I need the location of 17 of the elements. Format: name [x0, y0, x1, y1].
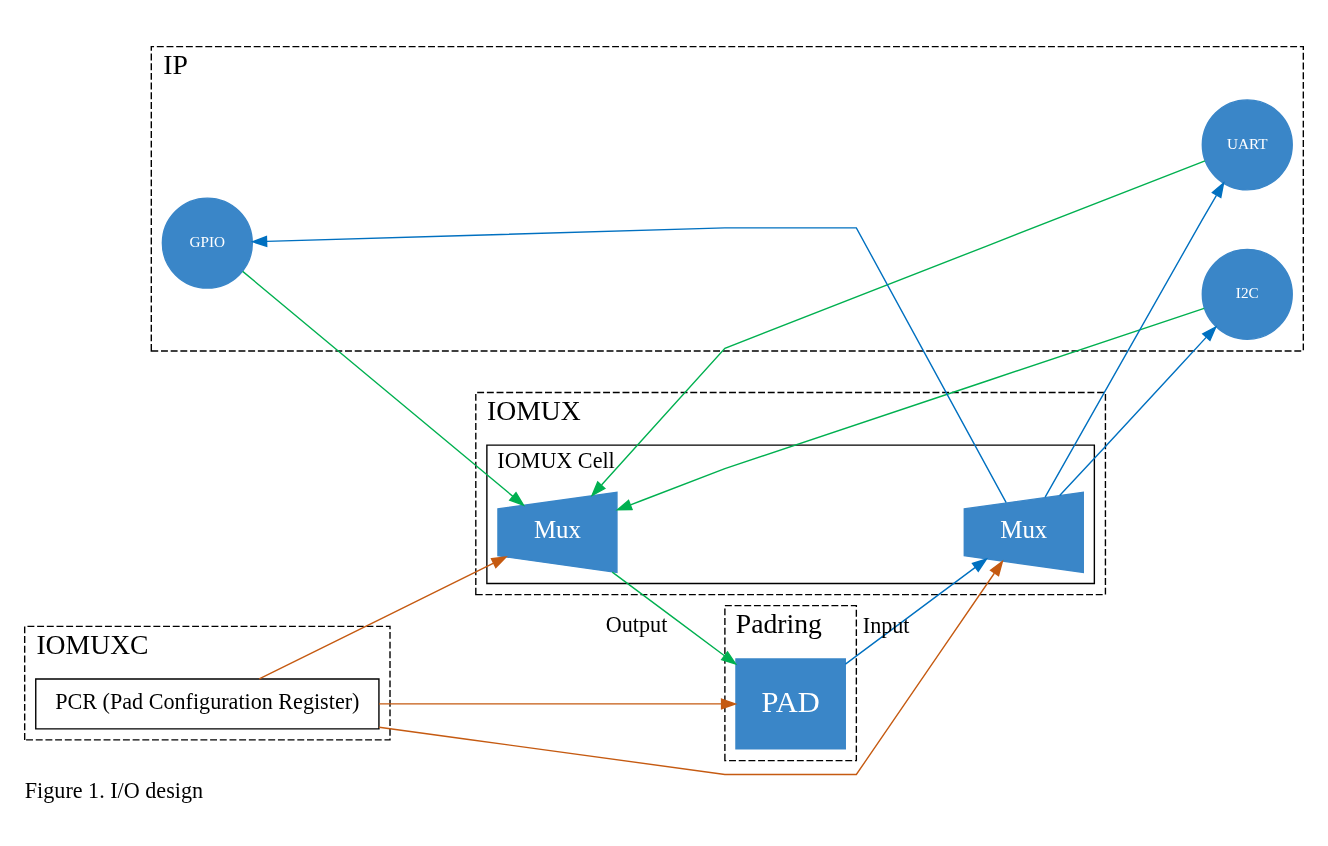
arrow — [378, 559, 1004, 776]
arrow — [844, 557, 989, 665]
arrow — [241, 270, 526, 507]
arrow — [258, 556, 508, 680]
node-box: PAD — [735, 658, 846, 750]
node-circle: GPIO — [161, 197, 253, 289]
arrow — [611, 571, 738, 666]
arrow — [1059, 325, 1218, 497]
node-circle: UART — [1201, 99, 1293, 191]
arrow — [615, 307, 1205, 511]
arrow — [250, 227, 1007, 504]
arrow — [1044, 181, 1225, 498]
edge-label: Output — [605, 611, 668, 637]
arrow — [590, 160, 1206, 498]
node-box: PCR (Pad Configuration Register) — [35, 678, 380, 730]
arrow — [378, 698, 738, 710]
caption: Figure 1. I/O design — [24, 777, 204, 803]
